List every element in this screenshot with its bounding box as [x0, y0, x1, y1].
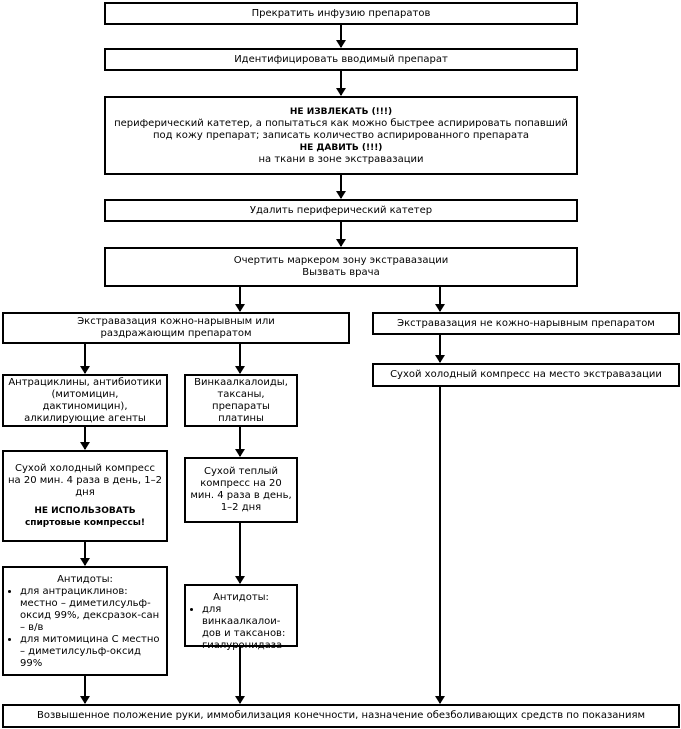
warning-no-press: НЕ ДАВИТЬ (!!!) — [299, 142, 383, 153]
step-stop-infusion-text: Прекратить инфузию препаратов — [251, 7, 431, 19]
col2-warm-compress: Сухой теплый компресс на 20 мин. 4 раза … — [184, 457, 298, 523]
step-remove-catheter: Удалить периферический катетер — [104, 199, 578, 222]
step-aspirate-line2: под кожу препарат; записать количество а… — [152, 129, 530, 141]
branch-non-vesicant-text: Экстравазация не кожно-нарывным препарат… — [397, 317, 655, 329]
col2-drug-group-text: Винкаалкалоиды, таксаны, препараты плати… — [194, 376, 288, 424]
step-identify-drug-text: Идентифицировать вводимый препарат — [234, 53, 448, 65]
col2-antidotes: Антидоты: для винкаалкалои-дов и таксано… — [184, 584, 298, 651]
col2-antidote-item: для винкаалкалои-дов и таксанов: гиалуро… — [202, 604, 292, 652]
step-aspirate-line3: на ткани в зоне экстравазации — [258, 153, 424, 165]
final-step-text: Возвышенное положение руки, иммобилизаци… — [36, 710, 646, 721]
step-aspirate-line1: периферический катетер, а попытаться как… — [114, 117, 568, 129]
col1-warning-line2: спиртовые компрессы! — [24, 518, 146, 528]
col1-antidote-list: для антрациклинов: местно – диметилсульф… — [8, 586, 162, 670]
col1-drug-group-text: Антрациклины, антибиотики (митомицин, да… — [8, 376, 162, 424]
col1-antidote-item: для митомицина С местно – диметилсульф-о… — [20, 634, 162, 670]
col1-antidotes-title: Антидоты: — [57, 574, 113, 585]
col2-antidote-list: для винкаалкалои-дов и таксанов: гиалуро… — [190, 604, 292, 652]
col1-antidote-item: для антрациклинов: местно – диметилсульф… — [20, 586, 162, 634]
col1-antidotes: Антидоты: для антрациклинов: местно – ди… — [2, 566, 168, 676]
col1-cold-compress-text: Сухой холодный компресс на 20 мин. 4 раз… — [8, 463, 162, 498]
step-identify-drug: Идентифицировать вводимый препарат — [104, 48, 578, 71]
col1-cold-compress: Сухой холодный компресс на 20 мин. 4 раз… — [2, 450, 168, 542]
col2-warm-compress-text: Сухой теплый компресс на 20 мин. 4 раза … — [190, 466, 292, 513]
branch-non-vesicant: Экстравазация не кожно-нарывным препарат… — [372, 312, 680, 335]
step-stop-infusion: Прекратить инфузию препаратов — [104, 2, 578, 25]
step-mark-zone-line1: Очертить маркером зону экстравазации — [233, 255, 449, 266]
branch-vesicant: Экстравазация кожно-нарывным или раздраж… — [2, 312, 350, 344]
col2-drug-group: Винкаалкалоиды, таксаны, препараты плати… — [184, 374, 298, 427]
right-cold-compress: Сухой холодный компресс на место экстрав… — [372, 363, 680, 387]
step-remove-catheter-text: Удалить периферический катетер — [249, 204, 433, 216]
col1-drug-group: Антрациклины, антибиотики (митомицин, да… — [2, 374, 168, 427]
final-step: Возвышенное положение руки, иммобилизаци… — [2, 704, 680, 728]
col2-antidotes-title: Антидоты: — [213, 592, 269, 603]
warning-no-remove: НЕ ИЗВЛЕКАТЬ (!!!) — [289, 106, 393, 117]
step-mark-zone: Очертить маркером зону экстравазации Выз… — [104, 247, 578, 287]
col1-warning-line1: НЕ ИСПОЛЬЗОВАТЬ — [34, 506, 136, 516]
right-cold-compress-text: Сухой холодный компресс на место экстрав… — [390, 369, 662, 380]
step-call-doctor: Вызвать врача — [302, 267, 380, 278]
branch-vesicant-text: Экстравазация кожно-нарывным или раздраж… — [77, 316, 275, 339]
step-aspirate: НЕ ИЗВЛЕКАТЬ (!!!) периферический катете… — [104, 96, 578, 175]
